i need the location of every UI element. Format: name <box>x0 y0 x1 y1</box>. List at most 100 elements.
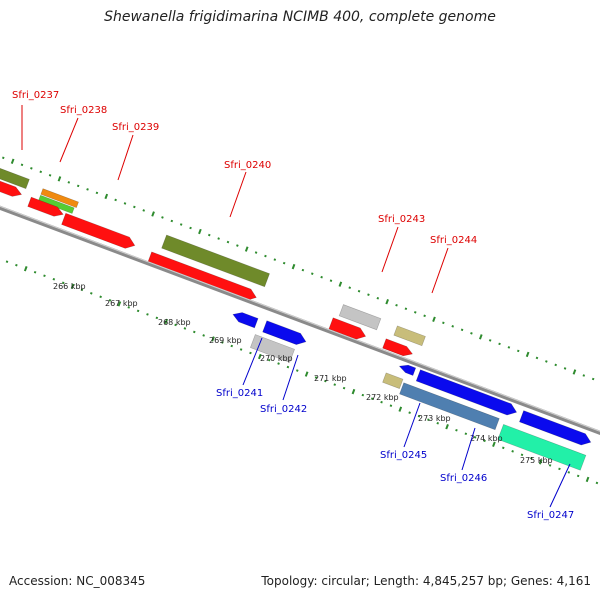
tick-mark-lower <box>295 369 299 372</box>
tick-mark-lower <box>473 435 477 439</box>
feature-red-d <box>328 317 367 340</box>
tick-mark-upper <box>10 158 15 164</box>
scale-label: 271 kbp <box>314 374 347 383</box>
gene-label-forward: Sfri_0238 <box>60 105 107 116</box>
tick-mark-lower <box>585 476 590 483</box>
tick-mark-lower <box>193 330 196 334</box>
scale-label: 267 kbp <box>105 299 138 308</box>
tick-mark-lower <box>230 344 234 348</box>
tick-mark-upper <box>95 191 99 195</box>
backbone-highlight <box>0 205 600 432</box>
tick-mark-lower <box>108 299 112 302</box>
tick-mark-lower <box>445 424 449 430</box>
tick-mark-lower <box>146 313 149 316</box>
tick-mark-upper <box>151 211 155 217</box>
tick-mark-upper <box>413 310 417 314</box>
tick-mark-upper <box>244 246 249 252</box>
tick-mark-upper <box>516 349 520 353</box>
tick-mark-lower <box>370 397 374 400</box>
tick-mark-upper <box>423 314 426 318</box>
tick-mark-upper <box>582 374 586 377</box>
tick-mark-upper <box>20 163 24 167</box>
tick-mark-upper <box>329 279 333 282</box>
tick-mark-upper <box>30 167 33 170</box>
feature-sfri-0238-mid <box>38 194 75 214</box>
tick-mark-upper <box>478 334 483 340</box>
tick-mark-upper <box>57 176 62 182</box>
tick-mark-lower <box>80 288 84 292</box>
tick-mark-upper <box>460 328 464 332</box>
tick-mark-upper <box>442 321 445 325</box>
tick-mark-lower <box>538 459 543 465</box>
tick-mark-upper <box>123 202 127 205</box>
tick-mark-lower <box>249 351 252 355</box>
backbone-line <box>0 205 600 435</box>
tick-mark-upper <box>86 188 89 191</box>
feature-sfri-0242 <box>249 334 295 363</box>
tick-mark-upper <box>498 342 501 346</box>
tick-mark-upper <box>189 226 192 230</box>
tick-mark-lower <box>558 467 561 471</box>
tick-mark-upper <box>301 268 305 272</box>
tick-mark-lower <box>99 295 102 299</box>
gene-label-reverse: Sfri_0246 <box>440 473 487 484</box>
tick-mark-lower <box>483 439 486 443</box>
tick-mark-upper <box>572 369 577 375</box>
tick-mark-upper <box>170 219 174 223</box>
tick-mark-lower <box>595 481 599 485</box>
tick-mark-lower <box>267 358 271 362</box>
tick-mark-upper <box>198 228 202 235</box>
tick-mark-lower <box>174 323 177 327</box>
feature-red-a <box>0 180 23 197</box>
tick-mark-lower <box>221 341 224 344</box>
scale-label: 274 kbp <box>470 434 503 443</box>
tick-mark-upper <box>404 307 408 311</box>
tick-mark-lower <box>333 383 337 386</box>
tick-mark-upper <box>67 181 71 184</box>
gene-label-reverse: Sfri_0241 <box>216 388 263 399</box>
tick-mark-lower <box>239 348 243 351</box>
tick-mark-lower <box>455 428 458 432</box>
leader-line-reverse <box>461 427 476 471</box>
map-title: Shewanella frigidimarina NCIMB 400, comp… <box>104 9 496 25</box>
tick-mark-lower <box>520 453 524 457</box>
tick-mark-upper <box>48 174 52 177</box>
gene-label-reverse: Sfri_0247 <box>527 510 574 521</box>
tick-mark-upper <box>1 156 5 160</box>
tick-mark-upper <box>161 216 164 219</box>
feature-red-e <box>382 338 413 357</box>
tick-mark-lower <box>324 379 327 383</box>
tick-mark-lower <box>23 266 28 272</box>
tick-mark-upper <box>357 289 361 293</box>
scale-label: 273 kbp <box>418 414 451 423</box>
tick-mark-upper <box>291 263 296 270</box>
tick-mark-lower <box>90 292 93 295</box>
leader-line-reverse <box>242 337 263 386</box>
tick-mark-upper <box>264 254 267 258</box>
gene-label-forward: Sfri_0237 <box>12 90 59 101</box>
tick-mark-upper <box>395 303 398 307</box>
gene-label-forward: Sfri_0240 <box>224 160 271 171</box>
tick-mark-upper <box>226 240 230 244</box>
scale-label: 270 kbp <box>260 354 293 363</box>
tick-mark-upper <box>367 293 370 297</box>
tick-mark-upper <box>114 198 117 202</box>
feature-sfri-0246 <box>399 382 500 431</box>
tick-mark-lower <box>286 365 290 369</box>
tick-mark-lower <box>52 277 56 281</box>
tick-mark-lower <box>427 418 430 422</box>
feature-layer <box>0 167 592 471</box>
scale-label: 266 kbp <box>53 282 86 291</box>
tick-mark-lower <box>277 362 280 365</box>
tick-mark-upper <box>507 346 511 349</box>
tick-mark-lower <box>530 457 533 460</box>
feature-blue-c <box>415 369 518 416</box>
tick-mark-upper <box>554 363 557 367</box>
tick-mark-lower <box>576 474 580 478</box>
feature-sfri-0245 <box>382 372 404 389</box>
feature-blue-b <box>398 364 417 376</box>
gene-label-forward: Sfri_0243 <box>378 214 425 225</box>
tick-mark-upper <box>179 223 183 226</box>
tick-mark-lower <box>342 386 346 390</box>
